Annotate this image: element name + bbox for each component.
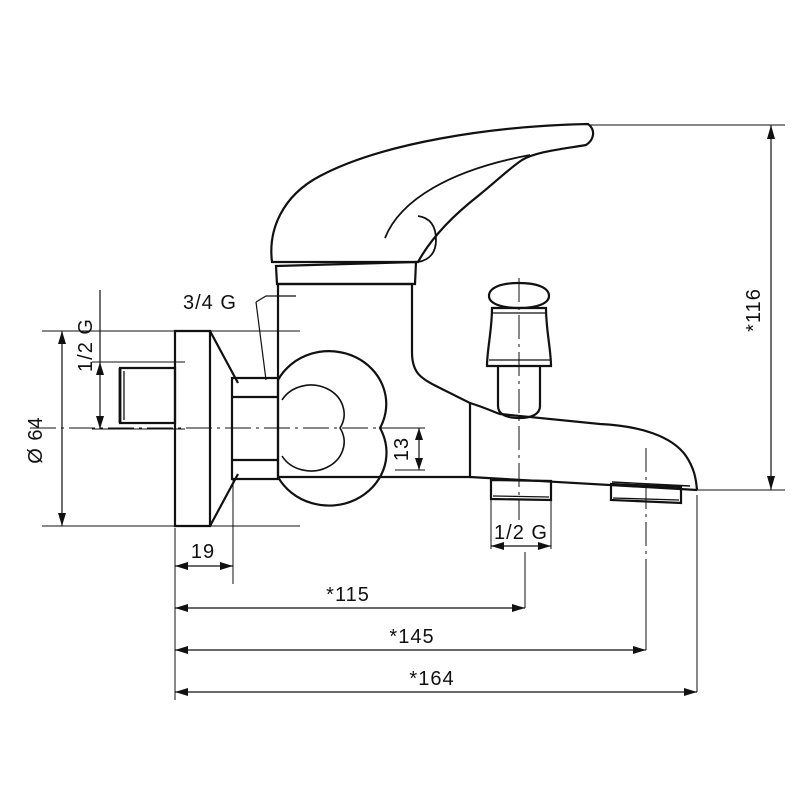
leader-three-quarter-g (255, 295, 296, 303)
arrow-19-left (175, 562, 188, 570)
arrow-dia64-bottom (58, 513, 66, 526)
dimension-lines-group (58, 125, 775, 696)
arrow-145-right (633, 646, 646, 654)
escutcheon-cone-upper (209, 330, 239, 384)
lever-inner-crease (384, 154, 531, 239)
label-wall-offset-19: 19 (191, 541, 215, 563)
spout-lip-line (611, 481, 691, 487)
outlet-spigot (489, 478, 553, 502)
shower-outlet-inner (612, 497, 680, 501)
diverter-cap (487, 281, 551, 310)
arrow-145-left (175, 646, 188, 654)
label-reach-164: *164 (409, 668, 454, 690)
arrow-inlet-bottom (96, 416, 104, 429)
arrow-19-right (220, 562, 233, 570)
arrow-outlet-left (491, 542, 504, 550)
wall-inlet-assembly (118, 329, 280, 528)
spout-underside (469, 475, 698, 492)
mixer-body (274, 260, 472, 507)
arrow-116-top (767, 125, 775, 139)
arrow-115-right (512, 604, 525, 612)
arrow-164-left (175, 688, 188, 696)
label-outlet-thread: 1/2 G (494, 522, 548, 544)
bottom-outlets (489, 478, 683, 505)
arrow-inlet-top (96, 362, 104, 375)
leader-three-quarter-g-stem (255, 301, 267, 381)
dimension-labels-group: Ø 64 1/2 G 3/4 G 19 13 1/2 G *116 *115 *… (25, 288, 765, 690)
diverter-knob (485, 281, 553, 420)
escutcheon-cone-lower (209, 473, 239, 527)
arrow-13-top (415, 428, 423, 440)
label-spout-drop-13: 13 (391, 437, 413, 461)
arrow-115-left (175, 604, 188, 612)
body-outline (276, 282, 472, 479)
body-inlet-dome-outer (277, 350, 388, 507)
label-height-116: *116 (743, 288, 765, 332)
spout-upper-profile (469, 401, 699, 491)
lever-handle (270, 122, 595, 264)
label-reach-115: *115 (326, 584, 370, 606)
lever-outline (270, 122, 595, 264)
cartridge-collar (274, 260, 418, 286)
arrow-116-bottom (767, 476, 775, 490)
label-reach-145: *145 (389, 626, 434, 648)
shower-outlet-boss (609, 482, 683, 505)
arrow-13-bottom (415, 458, 423, 470)
arrow-164-right (684, 688, 697, 696)
outlet-spigot-inner (492, 495, 550, 498)
extension-lines-group (42, 124, 785, 700)
label-inlet-thread: 1/2 G (75, 318, 97, 372)
spout (469, 401, 699, 492)
lever-pivot-boss (417, 215, 437, 263)
arrow-dia64-top (58, 331, 66, 344)
body-inlet-dome-inner (281, 384, 345, 472)
diverter-barrel (485, 306, 553, 368)
arrow-outlet-right (538, 542, 551, 550)
label-diameter-64: Ø 64 (25, 416, 47, 463)
diverter-shank (496, 366, 542, 420)
label-nut-thread: 3/4 G (183, 292, 237, 314)
